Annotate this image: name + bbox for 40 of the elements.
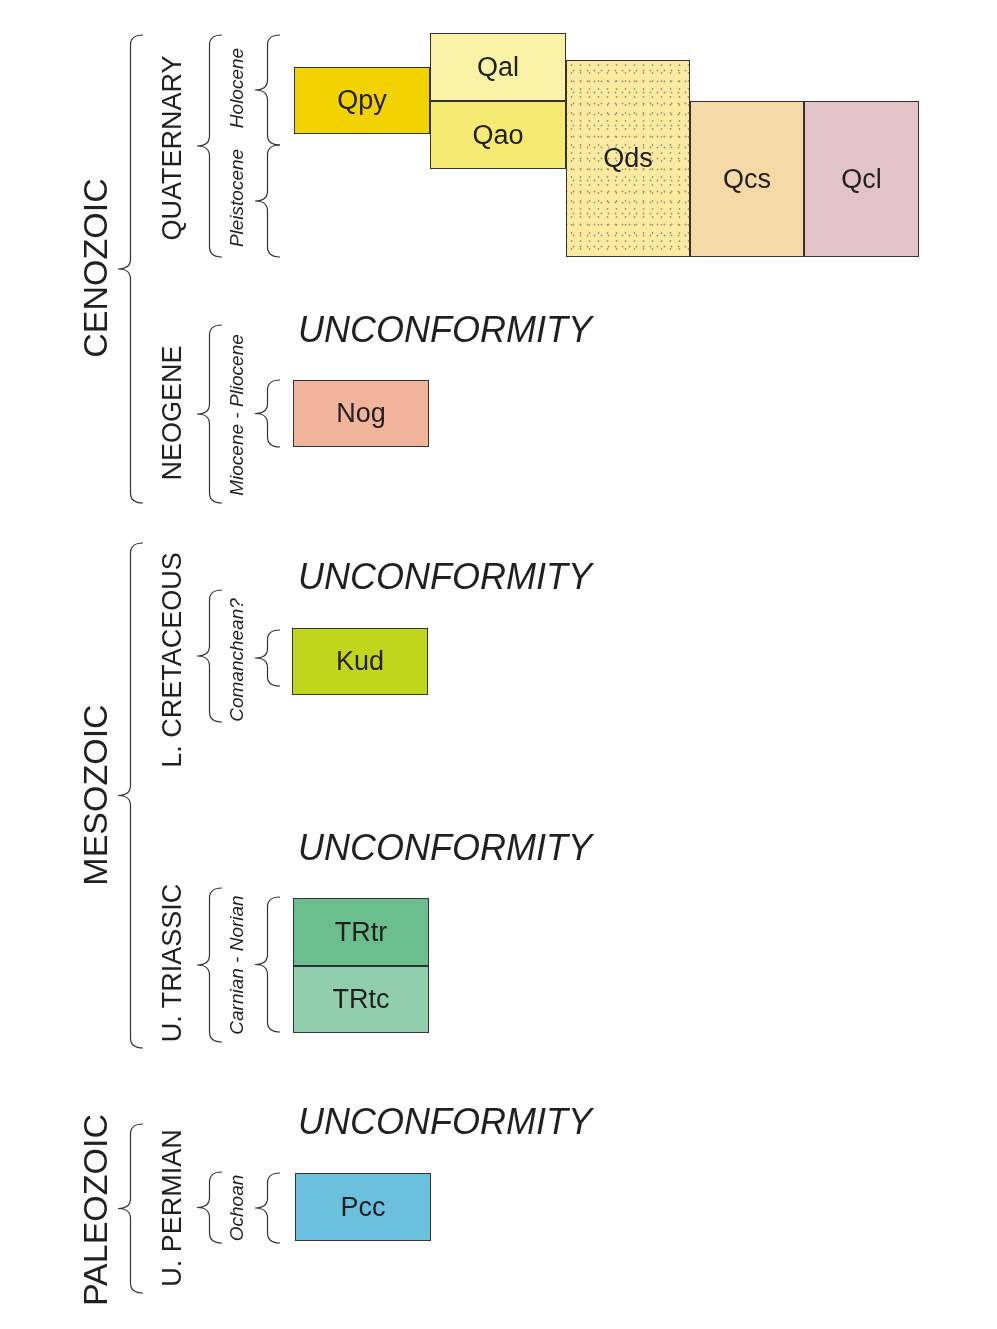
unconformity-label: UNCONFORMITY [298, 559, 592, 595]
epoch-label: Comanchean? [226, 598, 246, 722]
unit-symbol: Qpy [337, 85, 387, 116]
epoch-label: Holocene [226, 47, 246, 129]
rock-unit-box [292, 628, 428, 695]
rock-unit-box [295, 1173, 431, 1241]
rock-unit-box [804, 101, 919, 257]
period-label: L. CRETACEOUS [158, 552, 186, 768]
period-label: NEOGENE [158, 345, 186, 481]
era-label: CENOZOIC [78, 178, 112, 358]
period-label: U. PERMIAN [158, 1129, 186, 1287]
unit-symbol: Nog [336, 398, 386, 429]
unit-symbol: Qcs [723, 163, 771, 195]
unit-symbol: Qao [472, 119, 524, 151]
unconformity-label: UNCONFORMITY [298, 1104, 592, 1140]
era-label: MESOZOIC [78, 704, 112, 886]
rock-unit-box [566, 60, 690, 257]
unit-symbol: Qcl [841, 163, 882, 195]
rock-unit-box [293, 380, 429, 447]
unconformity-label: UNCONFORMITY [298, 830, 592, 866]
epoch-label: Pleistocene [226, 148, 246, 248]
unit-symbol: TRtc [332, 984, 390, 1015]
period-label: U. TRIASSIC [158, 883, 186, 1043]
unconformity-label: UNCONFORMITY [298, 312, 592, 348]
period-label: QUATERNARY [158, 55, 186, 241]
epoch-label: Carnian - Norian [226, 895, 246, 1035]
era-label: PALEOZOIC [78, 1113, 112, 1307]
rock-unit-box [690, 101, 804, 257]
rock-unit-box [430, 101, 566, 169]
rock-unit-box [293, 966, 429, 1033]
unit-symbol: TRtr [334, 916, 388, 948]
unit-symbol: Qal [477, 51, 519, 83]
unit-symbol: Qds [603, 143, 653, 174]
rock-unit-box [293, 898, 429, 966]
epoch-label: Ochoan [226, 1174, 246, 1242]
epoch-label: Miocene - Pliocene [226, 334, 246, 496]
unit-symbol: Pcc [340, 1191, 386, 1223]
rock-unit-box [430, 33, 566, 101]
unit-symbol: Kud [335, 646, 384, 677]
rock-unit-box [294, 67, 430, 134]
